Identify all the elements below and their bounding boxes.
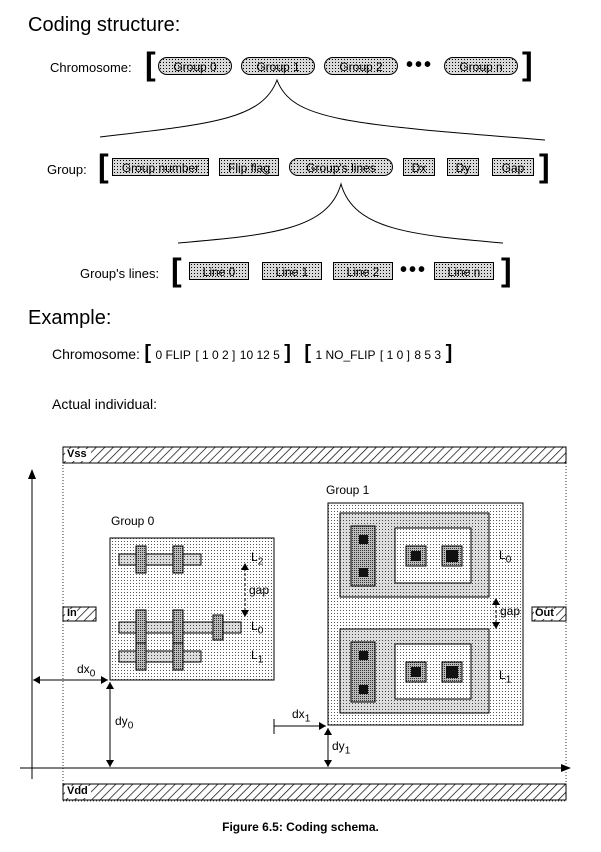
group-field-dy: Dy — [447, 158, 479, 176]
example-g1-end: 8 5 3 — [414, 348, 442, 362]
group0-l2-label: L2 — [251, 550, 264, 568]
chromosome-group-1: Group 1 — [241, 57, 315, 75]
dy1-label: dy1 — [332, 739, 351, 757]
example-g1-start: 1 NO_FLIP — [315, 348, 376, 362]
lines-label: Group's lines: — [80, 266, 160, 281]
group-field-dx: Dx — [403, 158, 435, 176]
lines-ellipsis: ••• — [400, 259, 428, 281]
lines-open-bracket: [ — [171, 252, 182, 288]
actual-individual-label: Actual individual: — [52, 396, 158, 412]
coding-structure-title: Coding structure: — [28, 14, 181, 36]
dx1-label: dx1 — [292, 707, 311, 725]
out-label: Out — [535, 607, 554, 619]
group0-l1-label: L1 — [251, 648, 264, 666]
group-close-bracket: ] — [539, 148, 550, 184]
example-bracket-close-1: ] — [445, 342, 453, 364]
group0-gap-label: gap — [249, 583, 270, 597]
chromosome-open-bracket: [ — [145, 46, 156, 82]
example-g0-start: 0 FLIP — [155, 348, 191, 362]
example-g0-lines: [ 1 0 2 ] — [195, 348, 236, 362]
chromosome-close-bracket: ] — [522, 46, 533, 82]
group1-l1-label: L1 — [499, 668, 512, 686]
example-bracket-open-1: [ — [304, 342, 311, 364]
chromosome-group-2: Group 2 — [324, 57, 398, 75]
layout-boundary — [62, 446, 567, 802]
vss-rail — [62, 446, 567, 464]
line-item-2: Line 2 — [333, 262, 393, 280]
chromosome-group-n: Group n — [444, 57, 518, 75]
vdd-rail — [62, 783, 567, 801]
group1-l0-label: L0 — [499, 548, 512, 566]
vss-label: Vss — [67, 448, 87, 460]
group-field-lines: Group's lines — [289, 158, 393, 176]
vdd-label: Vdd — [67, 785, 88, 797]
example-chromosome: Chromosome: [ 0 FLIP [ 1 0 2 ] 10 12 5 ]… — [52, 342, 452, 365]
chromosome-group-0: Group 0 — [158, 57, 232, 75]
group0-line2 — [118, 553, 202, 566]
example-label: Chromosome: — [52, 346, 140, 362]
group1-label: Group 1 — [326, 483, 370, 497]
group-field-number: Group number — [112, 158, 209, 176]
line-item-0: Line 0 — [189, 262, 249, 280]
example-g0-end: 10 12 5 — [239, 348, 280, 362]
group1-gap-label: gap — [500, 604, 521, 618]
figure-caption: Figure 6.5: Coding schema. — [222, 820, 379, 834]
group0-line1 — [118, 650, 202, 663]
line-item-1: Line 1 — [262, 262, 322, 280]
in-label: In — [67, 607, 77, 619]
group-field-gap: Gap — [492, 158, 534, 176]
dy0-label: dy0 — [115, 714, 134, 732]
chromosome-ellipsis: ••• — [406, 54, 434, 76]
example-bracket-close-0: ] — [284, 342, 291, 364]
chromosome-label: Chromosome: — [50, 60, 132, 75]
line-item-n: Line n — [434, 262, 494, 280]
dx0-label: dx0 — [77, 662, 96, 680]
group-label: Group: — [47, 162, 87, 177]
example-title: Example: — [28, 307, 112, 329]
group0-label: Group 0 — [111, 514, 155, 528]
example-bracket-open-0: [ — [144, 342, 152, 364]
group0-l0-label: L0 — [251, 619, 264, 637]
lines-close-bracket: ] — [501, 252, 512, 288]
group-open-bracket: [ — [98, 148, 109, 184]
group-field-flip: Flip flag — [219, 158, 279, 176]
example-g1-lines: [ 1 0 ] — [379, 348, 410, 362]
